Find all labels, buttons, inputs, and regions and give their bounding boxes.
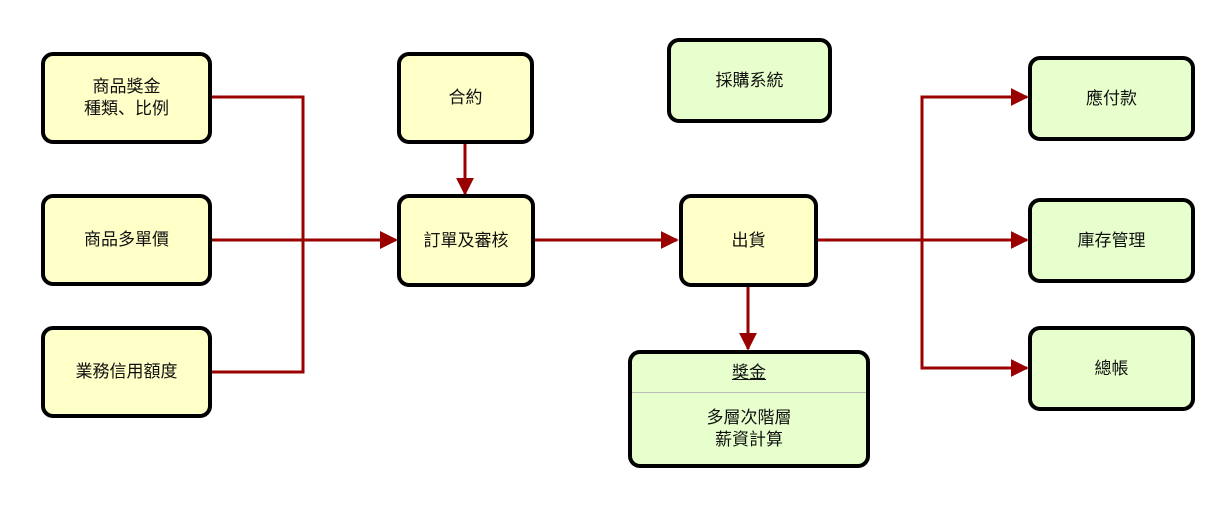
node-bonus-title: 獎金 (732, 363, 766, 383)
node-shipping: 出貨 (679, 194, 818, 287)
node-contract: 合約 (397, 52, 534, 144)
node-bonus-header: 獎金 (632, 354, 866, 393)
edge-credit-limit-to-order (212, 231, 398, 374)
node-contract-label: 合約 (448, 88, 483, 108)
node-order-review: 訂單及審核 (397, 194, 535, 287)
node-payable: 應付款 (1028, 56, 1195, 141)
node-bonus-line-1: 多層次階層 (706, 407, 792, 428)
node-bonus-body: 多層次階層 薪資計算 (632, 393, 866, 464)
node-bonus-line-2: 薪資計算 (715, 429, 783, 450)
node-ledger: 總帳 (1028, 326, 1195, 411)
node-shipping-label: 出貨 (731, 230, 766, 251)
node-bonus: 獎金 多層次階層 薪資計算 (628, 350, 870, 468)
node-credit-limit-label: 業務信用額度 (75, 362, 178, 382)
node-bonus-types-line-1: 商品獎金 (92, 77, 161, 97)
node-purchasing-label: 採購系統 (715, 70, 784, 91)
node-multi-price: 商品多單價 (41, 194, 212, 286)
edge-shipping-to-payable (818, 88, 1029, 242)
node-purchasing: 採購系統 (667, 38, 832, 123)
node-inventory: 庫存管理 (1028, 198, 1195, 283)
node-ledger-label: 總帳 (1094, 358, 1129, 379)
node-bonus-types-line-2: 種類、比例 (84, 99, 169, 119)
edge-shipping-to-ledger (818, 238, 1029, 377)
node-bonus-types: 商品獎金 種類、比例 (41, 52, 212, 144)
node-order-review-label: 訂單及審核 (423, 230, 509, 251)
node-payable-label: 應付款 (1086, 88, 1137, 109)
node-inventory-label: 庫存管理 (1077, 230, 1146, 251)
node-multi-price-label: 商品多單價 (84, 230, 169, 250)
edge-bonus-types-to-order (212, 95, 398, 249)
node-credit-limit: 業務信用額度 (41, 326, 212, 418)
